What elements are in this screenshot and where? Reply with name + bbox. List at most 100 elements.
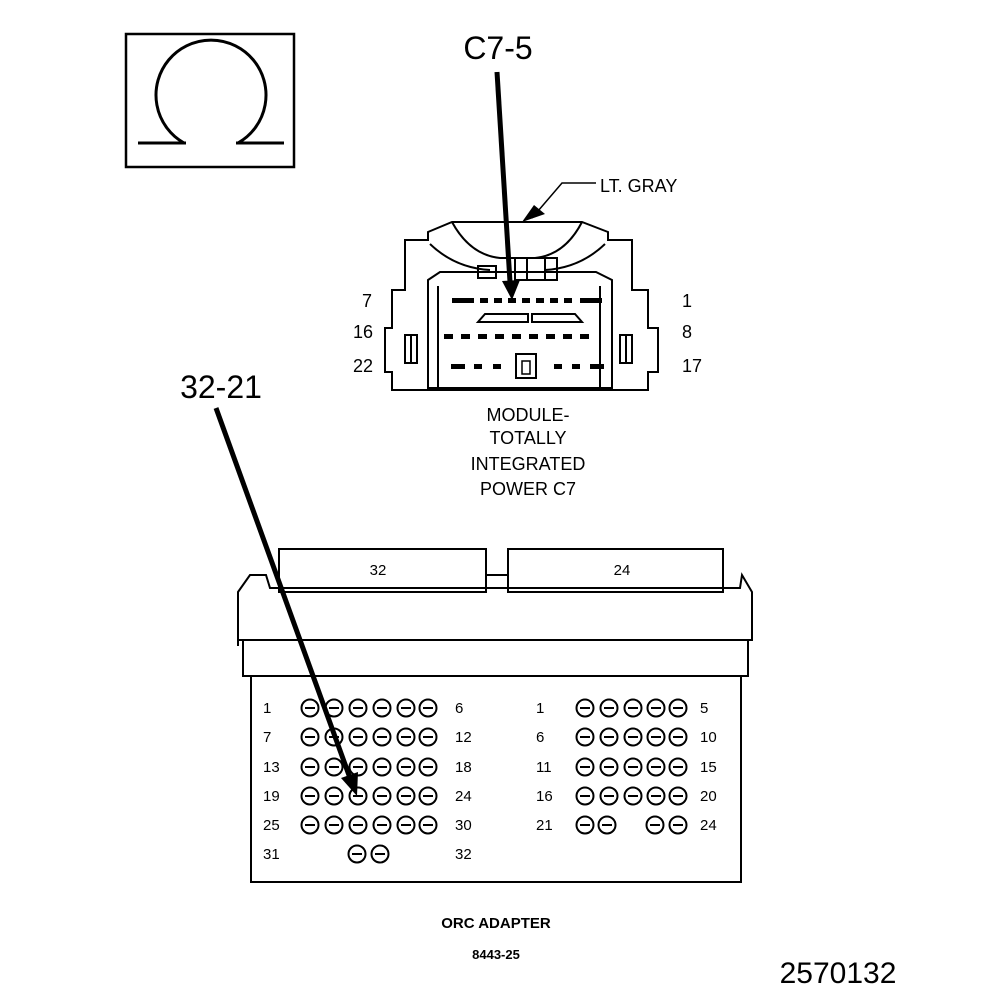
orc-right-row-start: 21 <box>536 817 553 834</box>
orc-cavity <box>300 727 320 747</box>
orc-right-row-start: 1 <box>536 700 544 717</box>
orc-cavity-group <box>300 698 688 864</box>
orc-left-row-end: 24 <box>455 788 472 805</box>
orc-right-row-end: 10 <box>700 729 717 746</box>
orc-cavity <box>348 698 368 718</box>
c7-pin-label: 1 <box>682 291 692 311</box>
orc-cavity <box>396 727 416 747</box>
orc-caption: ORC ADAPTER <box>441 915 551 932</box>
orc-cavity <box>418 698 438 718</box>
orc-cavity <box>646 698 666 718</box>
orc-cavity <box>372 698 392 718</box>
orc-cavity <box>348 815 368 835</box>
c7-pin-label: 17 <box>682 356 702 376</box>
c7-pin-label: 16 <box>353 322 373 342</box>
orc-cavity <box>418 757 438 777</box>
c7-caption-line: POWER C7 <box>480 479 576 499</box>
orc-cavity <box>324 757 344 777</box>
orc-cavity <box>396 786 416 806</box>
ohm-symbol-box <box>124 32 296 169</box>
orc-cavity <box>347 844 367 864</box>
c7-pin-row-1 <box>452 298 602 303</box>
orc-cavity <box>372 727 392 747</box>
orc-right-row-start: 6 <box>536 729 544 746</box>
c7-connector-body <box>384 221 659 391</box>
ohm-box-frame <box>124 32 296 169</box>
callout-arrow-c7-5 <box>494 71 520 300</box>
c7-pin-row-3 <box>451 353 604 379</box>
c7-caption-line: INTEGRATED <box>471 454 586 474</box>
orc-cavity <box>668 786 688 806</box>
orc-left-row-start: 7 <box>263 729 271 746</box>
figure-number: 2570132 <box>780 957 897 990</box>
orc-cavity <box>370 844 390 864</box>
orc-cavity <box>418 786 438 806</box>
c7-caption-line: TOTALLY <box>489 428 566 448</box>
orc-cavity <box>668 815 688 835</box>
orc-cavity <box>396 815 416 835</box>
c7-pin-label: 8 <box>682 322 692 342</box>
c7-pin-label: 7 <box>362 291 372 311</box>
orc-adapter: 32 24 1 6 7 12 13 18 19 24 25 30 31 32 1… <box>237 548 753 962</box>
orc-cavity <box>396 757 416 777</box>
orc-callout-label: 32-21 <box>180 369 262 405</box>
orc-cavity <box>575 815 595 835</box>
orc-cavity <box>348 757 368 777</box>
orc-cavity <box>372 757 392 777</box>
orc-cavity <box>599 757 619 777</box>
orc-cavity <box>646 757 666 777</box>
orc-cavity <box>348 786 368 806</box>
orc-cavity <box>599 727 619 747</box>
c7-pin-row-2 <box>444 334 589 339</box>
orc-cavity <box>575 727 595 747</box>
orc-block-label-32: 32 <box>370 562 387 579</box>
orc-cavity <box>668 698 688 718</box>
orc-left-row-start: 19 <box>263 788 280 805</box>
orc-cavity <box>623 757 643 777</box>
lt-gray-leader <box>522 182 596 222</box>
c7-pin-row-2-keys <box>475 313 585 323</box>
orc-cavity <box>645 815 665 835</box>
orc-cavity <box>300 757 320 777</box>
orc-cavity <box>623 727 643 747</box>
c7-connector: LT. GRAY 7 1 16 8 22 17 MODULE- TOTALLY … <box>353 176 702 499</box>
orc-part-number: 8443-25 <box>472 947 520 962</box>
orc-left-row-end: 6 <box>455 700 463 717</box>
orc-cavity <box>324 815 344 835</box>
orc-cavity <box>575 757 595 777</box>
orc-right-row-end: 5 <box>700 700 708 717</box>
orc-cavity <box>324 786 344 806</box>
c7-callout-label: C7-5 <box>463 30 532 66</box>
orc-cavity <box>348 727 368 747</box>
ohm-icon <box>138 38 284 145</box>
c7-color-label: LT. GRAY <box>600 176 677 196</box>
orc-cavity <box>575 698 595 718</box>
orc-right-row-end: 15 <box>700 759 717 776</box>
orc-cavity <box>300 786 320 806</box>
orc-cavity <box>646 786 666 806</box>
orc-cavity <box>623 698 643 718</box>
orc-left-row-start: 31 <box>263 846 280 863</box>
orc-block-label-24: 24 <box>614 562 631 579</box>
c7-caption-line: MODULE- <box>486 405 569 425</box>
orc-cavity <box>599 786 619 806</box>
orc-right-row-start: 11 <box>536 759 552 776</box>
orc-cavity <box>372 786 392 806</box>
orc-cavity <box>575 786 595 806</box>
orc-left-row-end: 32 <box>455 846 472 863</box>
orc-cavity <box>418 727 438 747</box>
orc-left-row-end: 12 <box>455 729 472 746</box>
orc-cavity <box>646 727 666 747</box>
orc-cavity <box>623 786 643 806</box>
orc-cavity <box>599 698 619 718</box>
orc-cavity <box>396 698 416 718</box>
orc-right-row-start: 16 <box>536 788 553 805</box>
c7-pin-label: 22 <box>353 356 373 376</box>
orc-right-row-end: 24 <box>700 817 717 834</box>
orc-cavity <box>300 815 320 835</box>
orc-left-row-start: 25 <box>263 817 280 834</box>
orc-cavity <box>300 698 320 718</box>
orc-left-row-start: 1 <box>263 700 271 717</box>
orc-left-row-end: 30 <box>455 817 472 834</box>
